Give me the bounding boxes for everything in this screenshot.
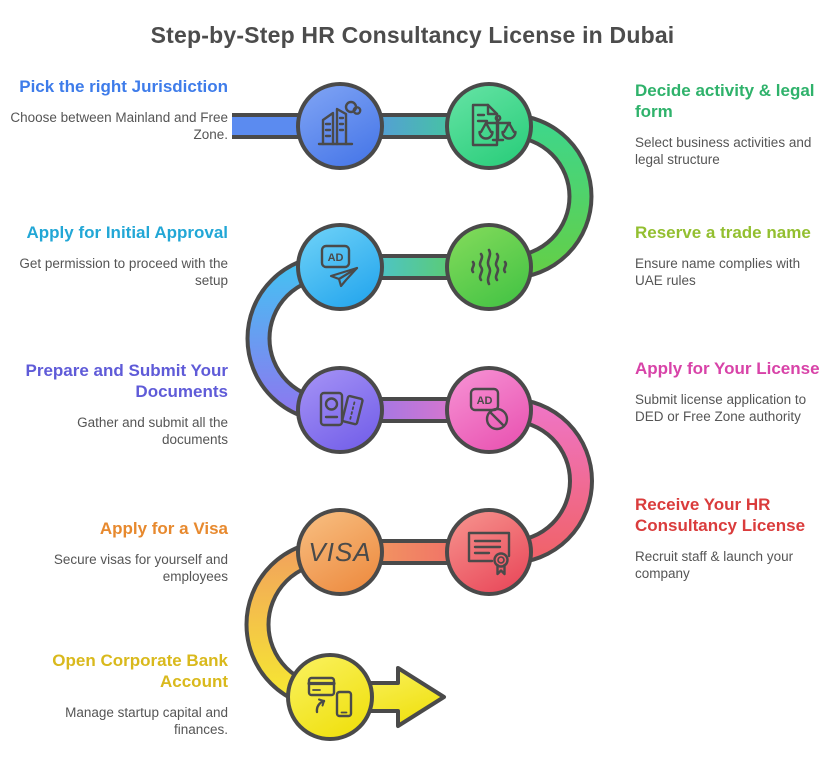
- legal-document-scales-icon: [471, 103, 517, 147]
- step-title: Open Corporate Bank Account: [52, 651, 228, 691]
- ad-prohibition-icon: AD: [469, 387, 509, 431]
- flow-node-visa: VISA: [296, 508, 384, 596]
- step-description: Recruit staff & launch your company: [635, 549, 794, 581]
- flow-node-initial-approval: AD: [296, 223, 384, 311]
- step-block-documents: Prepare and Submit Your Documents Gather…: [10, 360, 228, 448]
- step-description: Ensure name complies with UAE rules: [635, 256, 801, 288]
- svg-text:AD: AD: [477, 395, 493, 407]
- city-buildings-icon: [317, 100, 362, 146]
- step-block-receive-license: Receive Your HR Consultancy License Recr…: [635, 494, 825, 582]
- flow-node-receive-license: [445, 508, 533, 596]
- flow-node-apply-license: AD: [445, 366, 533, 454]
- step-description: Select business activities and legal str…: [635, 135, 812, 167]
- passport-ticket-icon: [319, 391, 364, 427]
- flow-node-legal-form: [445, 82, 533, 170]
- step-title: Apply for Your License: [635, 359, 820, 378]
- flow-node-jurisdiction: [296, 82, 384, 170]
- flow-node-documents: [296, 366, 384, 454]
- step-title: Decide activity & legal form: [635, 81, 815, 121]
- step-block-bank-account: Open Corporate Bank Account Manage start…: [10, 650, 228, 738]
- visa-text-icon: VISA: [308, 537, 371, 567]
- step-description: Choose between Mainland and Free Zone.: [10, 110, 228, 142]
- step-title: Pick the right Jurisdiction: [19, 77, 228, 96]
- step-description: Gather and submit all the documents: [77, 415, 228, 447]
- step-title: Apply for Initial Approval: [26, 223, 229, 242]
- step-block-trade-name: Reserve a trade name Ensure name complie…: [635, 222, 825, 289]
- step-description: Manage startup capital and finances.: [65, 705, 228, 737]
- step-description: Secure visas for yourself and employees: [53, 552, 228, 584]
- step-description: Get permission to proceed with the setup: [19, 256, 228, 288]
- step-title: Receive Your HR Consultancy License: [635, 495, 806, 535]
- flow-node-trade-name: [445, 223, 533, 311]
- svg-text:AD: AD: [328, 252, 344, 264]
- flow-node-bank-account: [286, 653, 374, 741]
- step-title: Prepare and Submit Your Documents: [25, 361, 228, 401]
- step-block-apply-license: Apply for Your License Submit license ap…: [635, 358, 825, 425]
- step-title: Apply for a Visa: [99, 519, 228, 538]
- step-block-initial-approval: Apply for Initial Approval Get permissio…: [10, 222, 228, 289]
- step-description: Submit license application to DED or Fre…: [635, 392, 807, 424]
- page-title: Step-by-Step HR Consultancy License in D…: [150, 22, 675, 48]
- step-title: Reserve a trade name: [635, 223, 811, 242]
- step-block-jurisdiction: Pick the right Jurisdiction Choose betwe…: [10, 76, 228, 143]
- certificate-icon: [467, 531, 511, 576]
- ad-approval-plane-icon: AD: [320, 244, 359, 288]
- waveform-icon: [470, 248, 508, 286]
- card-phone-icon: [307, 676, 353, 718]
- step-block-legal-form: Decide activity & legal form Select busi…: [635, 80, 825, 168]
- step-block-visa: Apply for a Visa Secure visas for yourse…: [10, 518, 228, 585]
